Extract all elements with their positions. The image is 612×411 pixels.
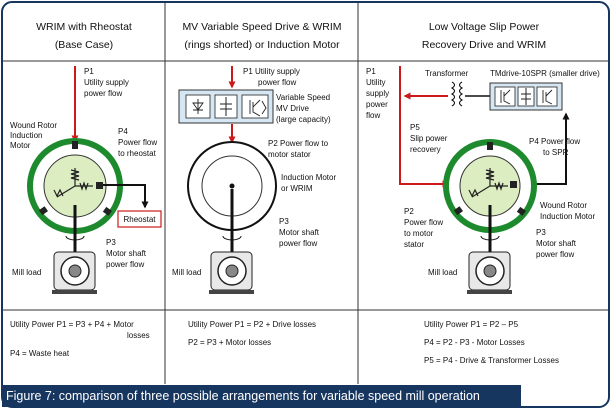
- p3-label: P3: [536, 228, 546, 237]
- mv-drive-block: [178, 89, 274, 124]
- rheostat-box: [117, 210, 162, 228]
- panel-1-header-line-1: WRIM with Rheostat: [36, 21, 132, 33]
- rotation-arrow: [480, 235, 500, 241]
- p3-desc-1: Motor shaft: [536, 239, 577, 248]
- p3-desc-2: power flow: [106, 260, 144, 269]
- panel-2-header-line-2: (rings shorted) or Induction Motor: [184, 39, 340, 51]
- p2-desc-1: Power flow: [404, 218, 443, 227]
- spr-drive-block: [489, 82, 563, 111]
- brush: [453, 206, 463, 216]
- p3-desc-2: power flow: [536, 250, 574, 259]
- p4-label: P4 Power flow: [529, 137, 580, 146]
- mill-load-label: Mill load: [428, 268, 457, 277]
- equation-2: P4 = Waste heat: [10, 349, 70, 358]
- rotor-winding: [53, 168, 93, 198]
- motor-label-2: Induction: [10, 131, 42, 140]
- mill-load-label: Mill load: [12, 268, 41, 277]
- brush: [516, 206, 526, 216]
- slip-ring-terminal: [510, 181, 517, 188]
- motor-label-2: or WRIM: [281, 184, 313, 193]
- equation-1-cont: losses: [127, 331, 150, 340]
- drive-label-3: (large capacity): [276, 115, 331, 124]
- p2-label: P2 Power flow to: [268, 139, 329, 148]
- p2-label: P2: [404, 207, 414, 216]
- mill-load-label: Mill load: [172, 268, 201, 277]
- panel-slip-power-recovery: Low Voltage Slip Power Recovery Drive an…: [366, 21, 600, 365]
- p1-desc-2: power flow: [84, 89, 122, 98]
- motor-label-1: Induction Motor: [281, 173, 336, 182]
- rheostat-label: Rheostat: [123, 215, 156, 224]
- equation-1: Utility Power P1 = P3 + P4 + Motor: [10, 320, 134, 329]
- brush: [487, 142, 493, 150]
- figure-caption: Figure 7: comparison of three possible a…: [6, 389, 480, 403]
- spr-drive-label: TMdrive-10SPR (smaller drive): [490, 69, 600, 78]
- equation-2: P4 = P2 - P3 - Motor Losses: [424, 338, 525, 347]
- motor-label-3: Motor: [10, 141, 31, 150]
- drive-label-2: MV Drive: [276, 104, 309, 113]
- equation-2: P2 = P3 + Motor losses: [188, 338, 271, 347]
- panel-mv-drive: MV Variable Speed Drive & WRIM (rings sh…: [172, 21, 342, 347]
- p2-desc: motor stator: [268, 150, 311, 159]
- drive-label-1: Variable Speed: [276, 93, 330, 102]
- p4-label: P4: [118, 127, 128, 136]
- p5-desc-2: recovery: [410, 145, 441, 154]
- rheostat-wire: [103, 184, 149, 209]
- rotation-arrow: [222, 235, 242, 241]
- mill-load-icon: [52, 251, 97, 294]
- p3-label: P3: [106, 238, 116, 247]
- equation-1: Utility Power P1 = P2 – P5: [424, 320, 519, 329]
- p1-label: P1 Utility supply: [243, 67, 300, 76]
- mill-load-icon: [467, 251, 512, 294]
- panel-2-header-line-1: MV Variable Speed Drive & WRIM: [182, 21, 341, 33]
- p1-desc-3: power: [366, 100, 388, 109]
- brush: [72, 141, 78, 149]
- p1-desc-4: flow: [366, 111, 380, 120]
- p1-desc-2: supply: [366, 89, 389, 98]
- p1-label: P1: [84, 67, 94, 76]
- p2-desc-3: stator: [404, 240, 424, 249]
- p4-desc: to SPR: [543, 148, 569, 157]
- motor-label-1: Wound Rotor: [10, 121, 57, 130]
- mill-load-icon: [209, 251, 254, 294]
- caption-bar: [2, 385, 521, 407]
- p1-label: P1: [366, 67, 376, 76]
- transformer-label: Transformer: [425, 69, 469, 78]
- motor-label-1: Wound Rotor: [540, 201, 587, 210]
- p3-label: P3: [279, 217, 289, 226]
- brush: [102, 206, 112, 216]
- p4-desc-2: to rheostat: [118, 149, 157, 158]
- p1-desc-1: Utility: [366, 78, 386, 87]
- p5-label: P5: [410, 123, 420, 132]
- brush: [38, 206, 48, 216]
- stator-power-line: [399, 66, 450, 188]
- transformer-symbol: [450, 81, 464, 107]
- p1-desc: power flow: [258, 78, 296, 87]
- panel-1-header-line-2: (Base Case): [55, 39, 113, 51]
- p5-desc-1: Slip power: [410, 134, 448, 143]
- panel-3-header-line-2: Recovery Drive and WRIM: [422, 39, 546, 51]
- equation-1: Utility Power P1 = P2 + Drive losses: [188, 320, 316, 329]
- rotation-arrow: [65, 235, 85, 241]
- p4-desc-1: Power flow: [118, 138, 157, 147]
- p1-desc-1: Utility supply: [84, 78, 129, 87]
- slip-ring-terminal: [96, 182, 103, 189]
- p3-desc-2: power flow: [279, 239, 317, 248]
- panel-3-header-line-1: Low Voltage Slip Power: [429, 21, 540, 33]
- equation-3: P5 = P4 - Drive & Transformer Losses: [424, 356, 559, 365]
- motor-label-2: Induction Motor: [540, 212, 595, 221]
- rotor-hub: [229, 183, 235, 189]
- p3-desc-1: Motor shaft: [106, 249, 147, 258]
- panel-wrim-rheostat: WRIM with Rheostat (Base Case) P1 Utilit…: [10, 21, 162, 358]
- rotor-winding: [468, 168, 508, 198]
- p3-desc-1: Motor shaft: [279, 228, 320, 237]
- p2-desc-2: to motor: [404, 229, 434, 238]
